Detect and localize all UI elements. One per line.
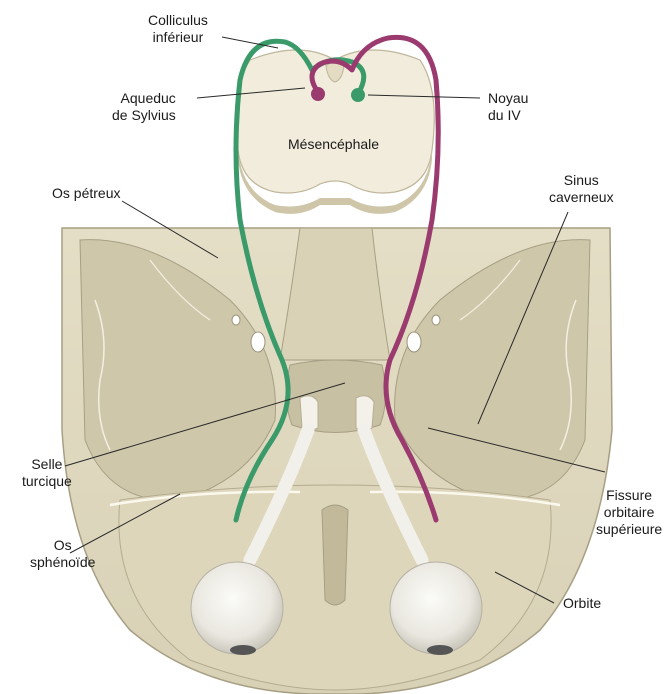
label-os-petreux: Os pétreux xyxy=(52,185,120,202)
right-eyeball xyxy=(390,562,482,655)
trochlear-nucleus-right xyxy=(351,88,365,102)
label-mesencephale: Mésencéphale xyxy=(288,136,379,153)
label-orbite: Orbite xyxy=(563,595,601,612)
left-eyeball xyxy=(191,562,283,655)
trochlear-nucleus-left xyxy=(311,87,325,101)
